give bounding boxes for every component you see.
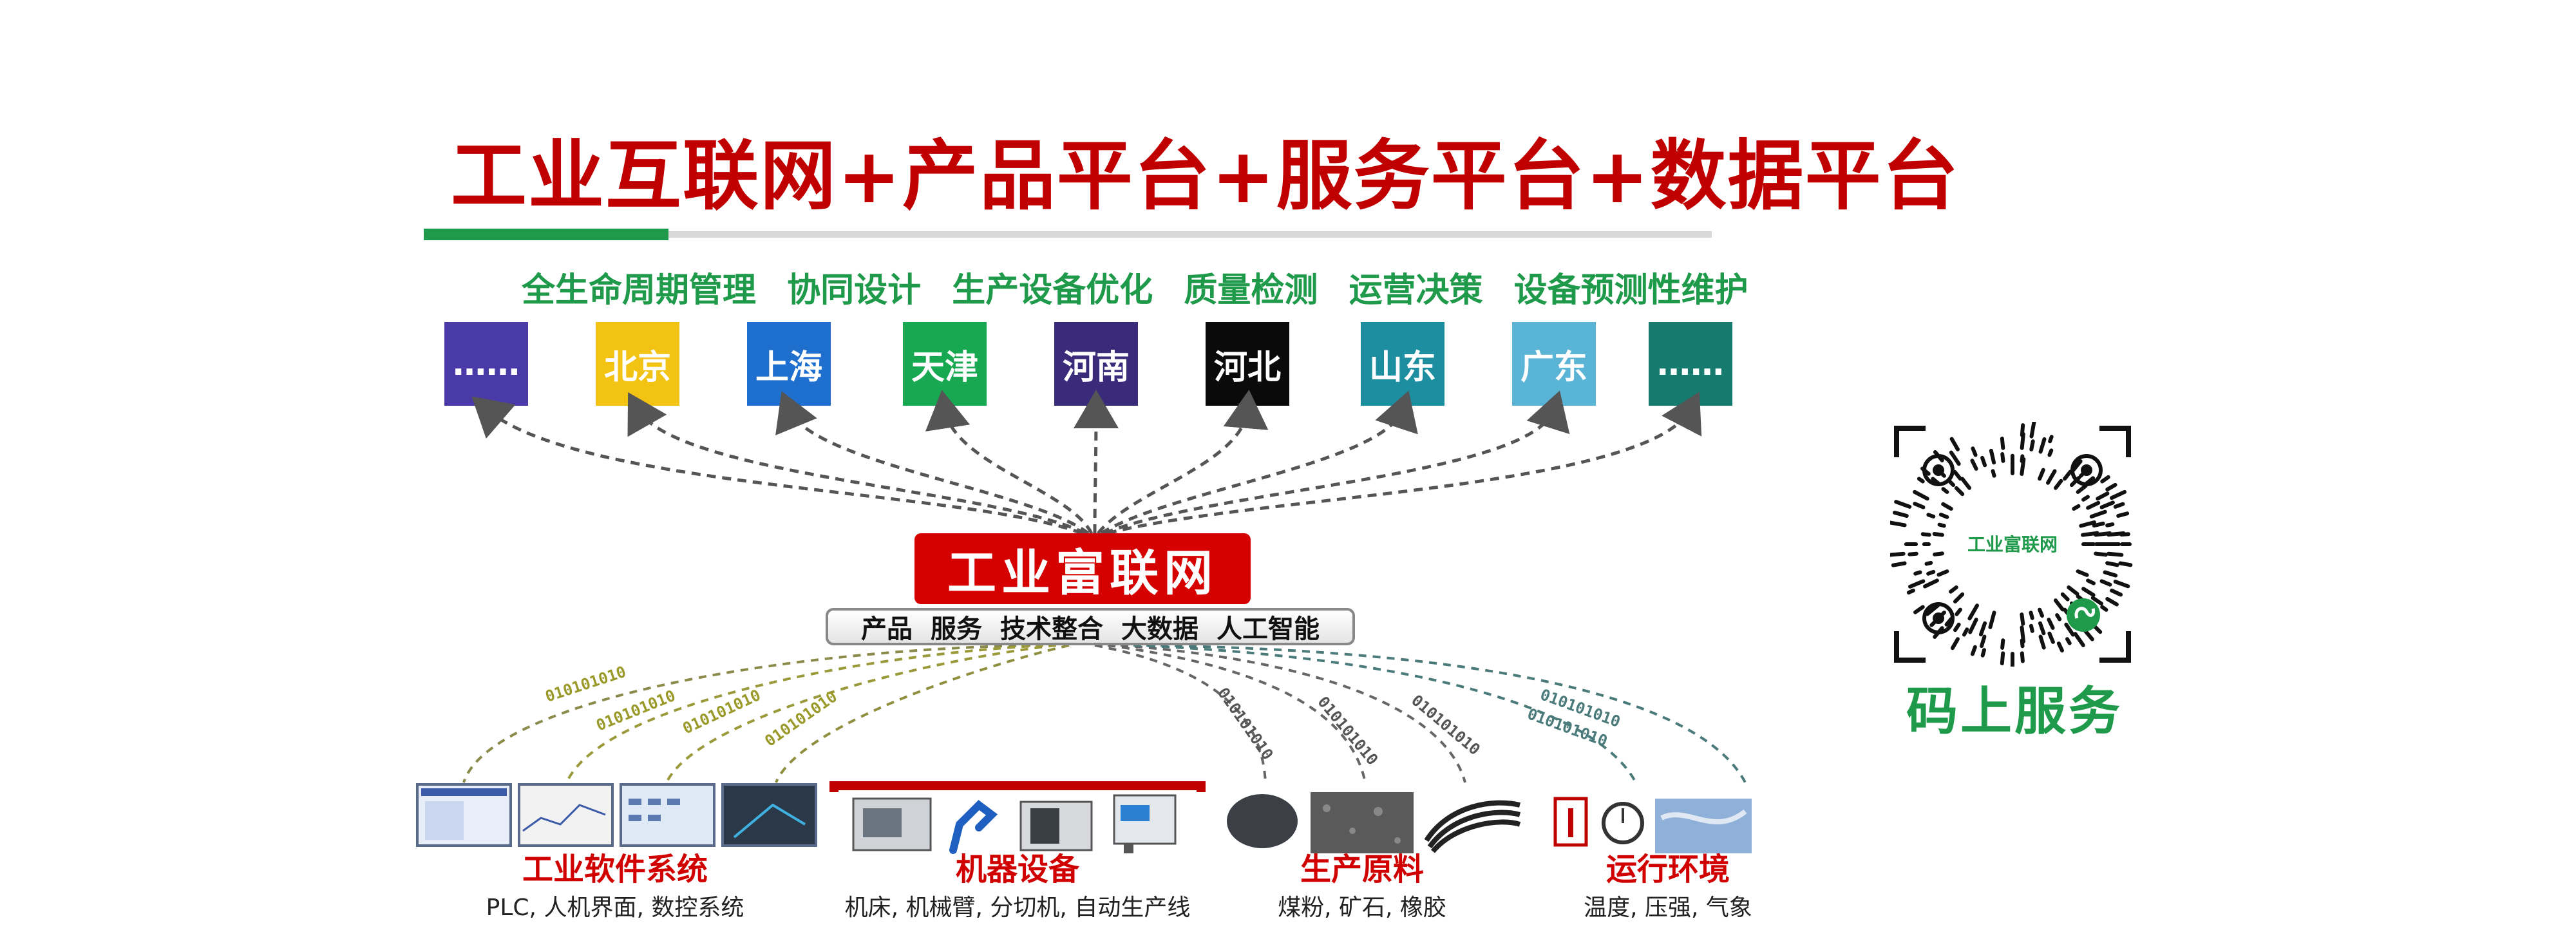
hub-capability: 大数据 xyxy=(1121,614,1198,644)
category-title: 机器设备 xyxy=(955,851,1079,887)
qr-code[interactable]: 工业富联网 xyxy=(1890,422,2135,667)
hub-capability: 人工智能 xyxy=(1217,614,1320,644)
binary-label: 010101010 xyxy=(761,687,840,750)
category-illustrations xyxy=(416,781,1752,854)
feature-item: 全生命周期管理 xyxy=(522,271,757,310)
category-title: 生产原料 xyxy=(1300,851,1424,887)
binary-label: 010101010 xyxy=(680,686,764,737)
category-machines: 机器设备 机床, 机械臂, 分切机, 自动生产线 xyxy=(818,844,1217,922)
binary-label: 010101010 xyxy=(1314,693,1381,769)
feature-list: 全生命周期管理 协同设计 生产设备优化 质量检测 运营决策 设备预测性维护 xyxy=(522,263,1768,311)
category-subtitle: 机床, 机械臂, 分切机, 自动生产线 xyxy=(844,895,1191,921)
binary-label: 010101010 xyxy=(1214,684,1277,763)
environment-icon xyxy=(1553,797,1752,853)
raw-materials-icon xyxy=(1227,792,1521,853)
binary-label: 010101010 xyxy=(543,663,628,706)
category-subtitle: PLC, 人机界面, 数控系统 xyxy=(486,895,744,921)
hub-capability: 服务 xyxy=(931,614,982,644)
category-title: 运行环境 xyxy=(1605,851,1730,887)
category-subtitle: 温度, 压强, 气象 xyxy=(1584,895,1752,921)
hub-capability: 产品 xyxy=(861,614,913,644)
hub-capabilities: 产品 服务 技术整合 大数据 人工智能 xyxy=(826,608,1355,645)
region-tile: 北京 xyxy=(596,322,679,406)
feature-item: 运营决策 xyxy=(1349,271,1483,310)
feature-item: 质量检测 xyxy=(1184,271,1318,310)
title-underline xyxy=(424,229,1712,240)
feature-item: 协同设计 xyxy=(787,271,922,310)
region-tile: 山东 xyxy=(1361,322,1444,406)
region-tile: …… xyxy=(1649,322,1732,406)
category-environment: 运行环境 温度, 压强, 气象 xyxy=(1533,844,1803,922)
hub-capability: 技术整合 xyxy=(1000,614,1103,644)
main-title: 工业互联网+产品平台+服务平台+数据平台 xyxy=(451,131,1960,220)
qr-center-label: 工业富联网 xyxy=(1967,534,2058,555)
feature-item: 生产设备优化 xyxy=(952,271,1153,310)
machine-equipment-icon xyxy=(829,781,1206,854)
mini-program-icon xyxy=(2067,598,2100,632)
hub-title: 工业富联网 xyxy=(914,533,1251,604)
category-materials: 生产原料 煤粉, 矿石, 橡胶 xyxy=(1224,844,1501,922)
software-screens-icon xyxy=(416,783,817,847)
category-software: 工业软件系统 PLC, 人机界面, 数控系统 xyxy=(412,844,818,922)
region-tile: …… xyxy=(444,322,528,406)
category-subtitle: 煤粉, 矿石, 橡胶 xyxy=(1278,895,1446,921)
qr-caption: 码上服务 xyxy=(1906,681,2123,741)
category-title: 工业软件系统 xyxy=(522,851,708,887)
region-tile: 河南 xyxy=(1054,322,1138,406)
feature-item: 设备预测性维护 xyxy=(1513,271,1748,310)
binary-label: 010101010 xyxy=(1408,691,1484,759)
